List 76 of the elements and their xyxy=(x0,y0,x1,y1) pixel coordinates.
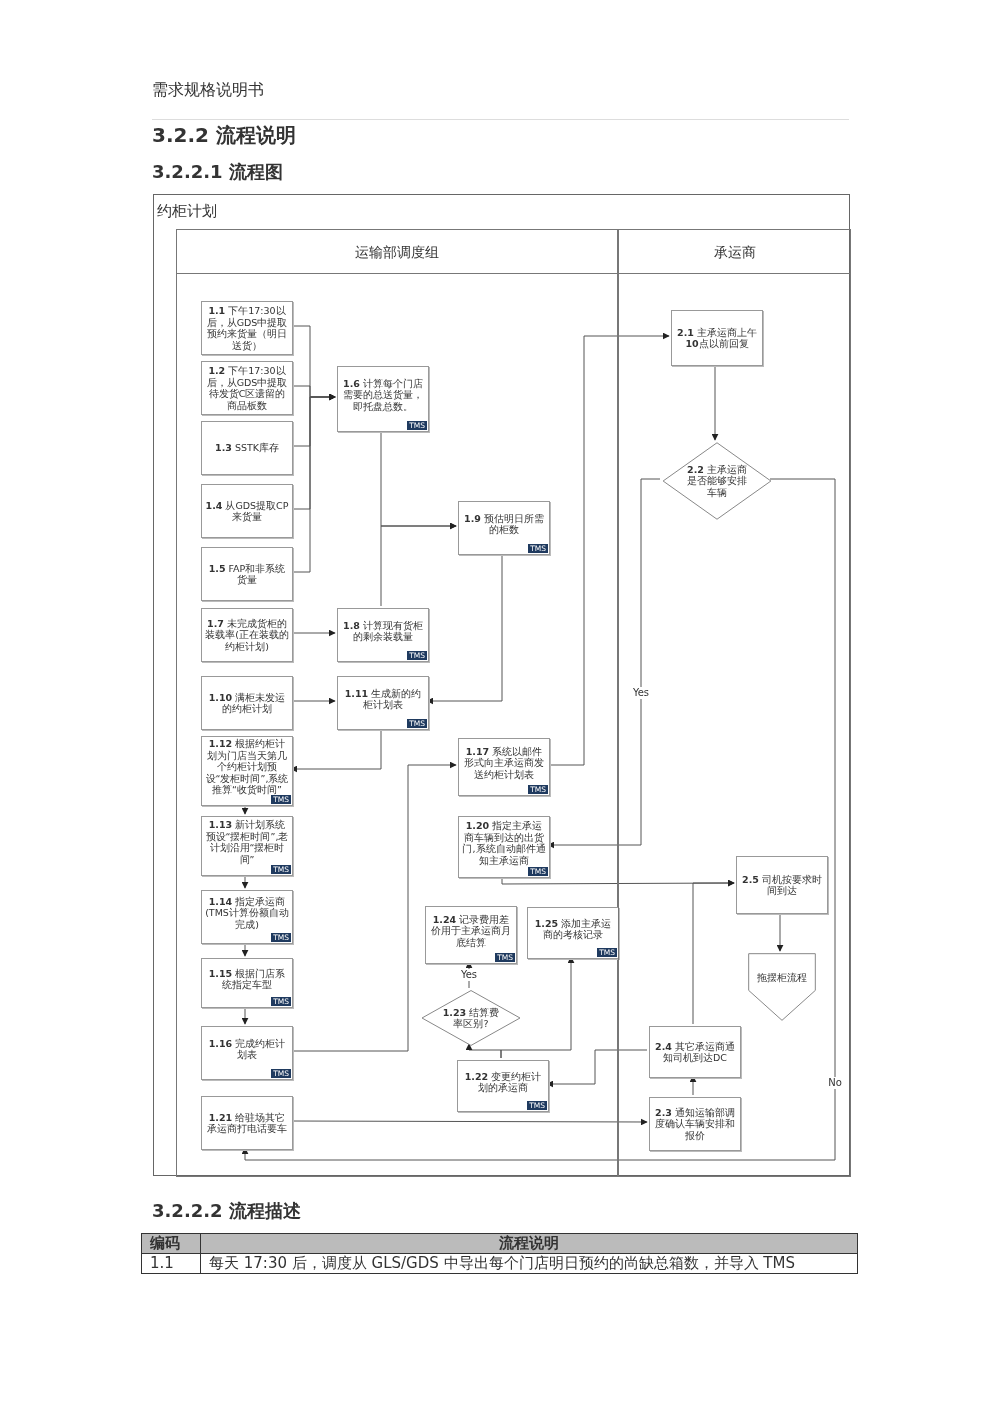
subsection-heading: 3.2.2.2 流程描述 xyxy=(152,1199,301,1223)
step-text: 1.9 预估明日所需的柜数 xyxy=(463,512,545,536)
off-page-connector xyxy=(748,953,816,1021)
step-text: 拖摆柜流程 xyxy=(757,972,807,984)
step-text: 1.24 记录费用差价用于主承运商月底结算 xyxy=(430,913,512,949)
step-text: 1.16 完成约柜计划表 xyxy=(207,1037,287,1061)
process-box xyxy=(458,501,550,555)
process-box xyxy=(201,484,293,538)
process-box xyxy=(201,1026,293,1080)
step-text: 1.23 结算费率区别? xyxy=(441,1006,501,1030)
process-box xyxy=(457,1060,549,1112)
process-box xyxy=(458,738,550,796)
process-box xyxy=(201,736,293,806)
section-heading: 3.2.2 流程说明 xyxy=(152,122,296,149)
lane-header: 运输部调度组 xyxy=(354,243,440,261)
process-box xyxy=(201,421,293,475)
step-text: 1.4 从GDS提取CP来货量 xyxy=(205,499,289,523)
column-header: 流程说明 xyxy=(200,1233,858,1254)
process-box xyxy=(201,890,293,944)
step-text: 1.11 生成新的约柜计划表 xyxy=(343,687,423,711)
arrow xyxy=(380,522,457,607)
process-box xyxy=(201,958,293,1008)
process-box xyxy=(201,816,293,876)
step-text: 1.2 下午17:30以后，从GDS中提取待发货C区遗留的商品板数 xyxy=(205,365,289,411)
decision-diamond xyxy=(662,442,772,520)
page-header: 需求规格说明书 xyxy=(152,80,264,101)
subsection-heading: 3.2.2.1 流程图 xyxy=(152,160,283,184)
step-text: 1.5 FAP和非系统货量 xyxy=(207,562,287,586)
step-text: 1.7 未完成货柜的装载率(正在装载的约柜计划) xyxy=(205,617,289,653)
step-text: 1.8 计算现有货柜的剩余装载量 xyxy=(342,619,424,643)
process-box xyxy=(425,906,517,964)
process-box xyxy=(201,676,293,730)
decision-diamond xyxy=(421,990,521,1046)
table-cell: 每天 17:30 后，调度从 GLS/GDS 中导出每个门店明日预约的尚缺总箱数，并导入 TMS xyxy=(200,1253,858,1274)
step-text: 1.25 添加主承运商的考核记录 xyxy=(533,917,613,941)
process-box xyxy=(649,1097,741,1151)
swimlane xyxy=(618,229,851,1177)
step-text: 2.2 主承运商是否能够安排车辆 xyxy=(686,463,748,499)
edge-label: No xyxy=(827,1077,843,1089)
process-box xyxy=(527,907,619,959)
step-text: 1.21 给驻场其它承运商打电话要车 xyxy=(206,1111,288,1135)
edge-label: Yes xyxy=(631,687,651,699)
process-box xyxy=(337,676,429,730)
process-box xyxy=(458,816,550,878)
step-text: 2.3 通知运输部调度确认车辆安排和报价 xyxy=(654,1106,736,1142)
process-box xyxy=(337,366,429,432)
process-box xyxy=(649,1026,741,1078)
pool-frame xyxy=(153,194,850,1176)
step-text: 1.15 根据门店系统指定车型 xyxy=(207,967,287,991)
table-cell: 1.1 xyxy=(141,1253,201,1274)
step-text: 1.22 变更约柜计划的承运商 xyxy=(463,1070,543,1094)
step-text: 1.3 SSTK库存 xyxy=(215,442,279,454)
step-text: 2.4 其它承运商通知司机到达DC xyxy=(654,1040,736,1064)
arrow xyxy=(692,879,735,1025)
arrow xyxy=(241,478,836,1161)
step-text: 1.12 根据约柜计划为门店当天第几个约柜计划预设“发柜时间”,系统推算“收货时间” xyxy=(205,738,289,796)
edge-label: Yes xyxy=(459,969,479,981)
step-text: 1.1 下午17:30以后，从GDS中提取预约来货量（明日送货） xyxy=(205,305,289,351)
process-box xyxy=(671,310,763,366)
pool-title: 约柜计划 xyxy=(157,201,217,221)
process-box xyxy=(201,547,293,601)
step-text: 1.14 指定承运商(TMS计算份额自动完成) xyxy=(205,895,289,931)
process-box xyxy=(201,608,293,662)
step-text: 2.1 主承运商上午10点以前回复 xyxy=(676,326,758,350)
step-text: 2.5 司机按要求时间到达 xyxy=(741,873,823,897)
step-text: 1.10 满柜未发运的约柜计划 xyxy=(207,691,287,715)
step-text: 1.6 计算每个门店需要的总送货量，即托盘总数。 xyxy=(342,377,424,413)
process-box xyxy=(736,856,828,914)
step-text: 1.13 新计划系统预设“摆柜时间”,老计划沿用“摆柜时间” xyxy=(205,819,289,865)
step-text: 1.20 指定主承运商车辆到达的出货门,系统自动邮件通知主承运商 xyxy=(462,820,546,866)
process-box xyxy=(337,608,429,662)
step-text: 1.17 系统以邮件形式向主承运商发送约柜计划表 xyxy=(463,745,545,781)
process-box xyxy=(201,1096,293,1150)
column-header: 编码 xyxy=(141,1233,201,1254)
swimlane xyxy=(176,229,618,1177)
lane-header: 承运商 xyxy=(712,243,757,261)
